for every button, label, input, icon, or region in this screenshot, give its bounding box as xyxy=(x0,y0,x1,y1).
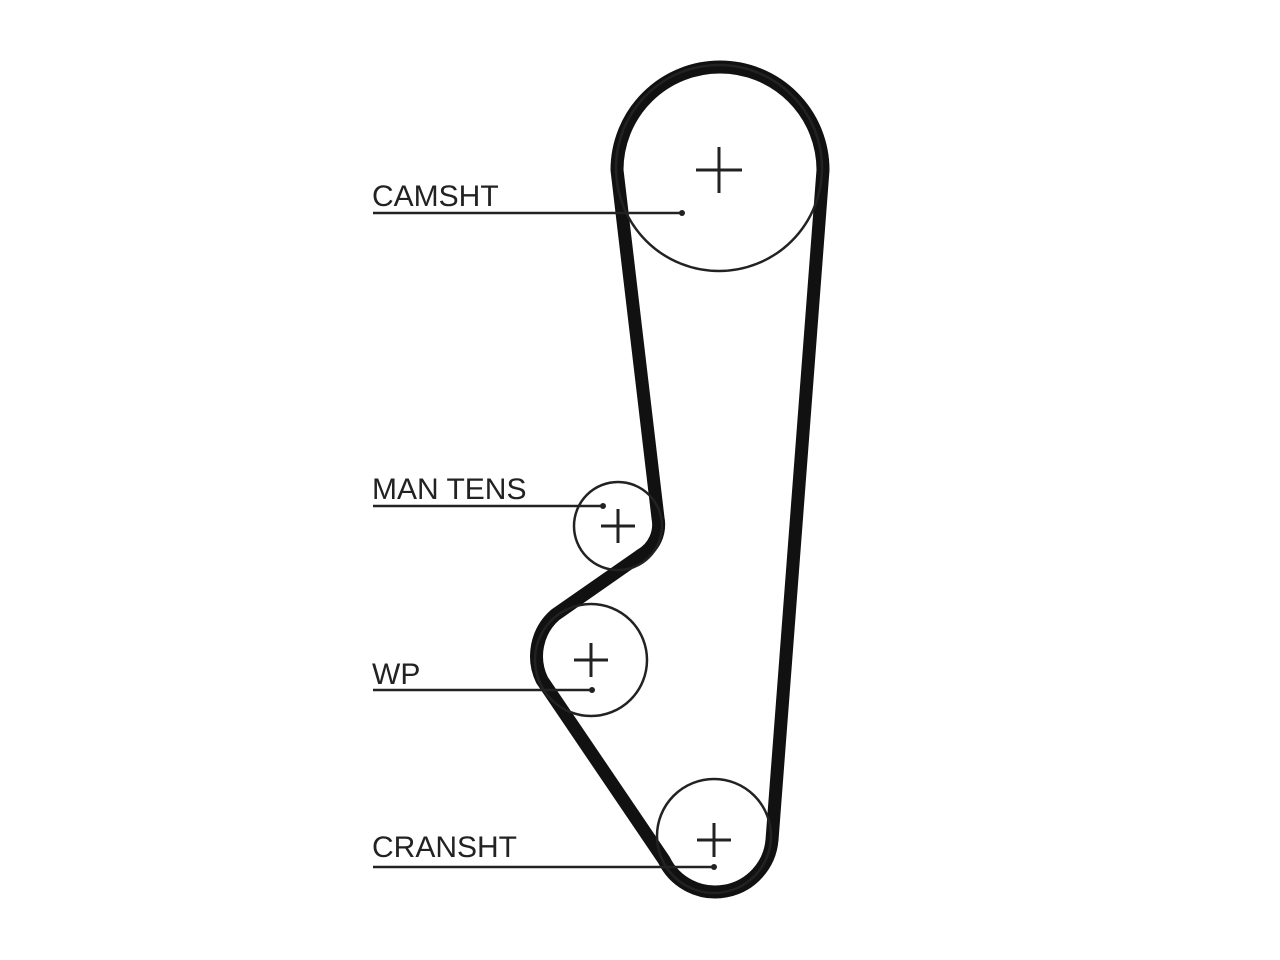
camshaft-label: CAMSHT xyxy=(372,180,499,213)
tensioner-label: MAN TENS xyxy=(372,473,526,506)
water-pump-pulley xyxy=(533,602,649,718)
camshaft-pulley xyxy=(614,63,824,273)
water-pump-label: WP xyxy=(372,658,420,691)
crankshaft-label: CRANSHT xyxy=(372,831,517,864)
camshaft-leader xyxy=(373,210,685,216)
crankshaft-leader xyxy=(373,864,717,870)
tensioner-leader xyxy=(373,503,606,509)
timing-belt xyxy=(530,60,830,899)
crankshaft-pulley xyxy=(655,777,773,895)
tensioner-pulley xyxy=(572,480,664,572)
water-pump-leader xyxy=(373,687,595,693)
